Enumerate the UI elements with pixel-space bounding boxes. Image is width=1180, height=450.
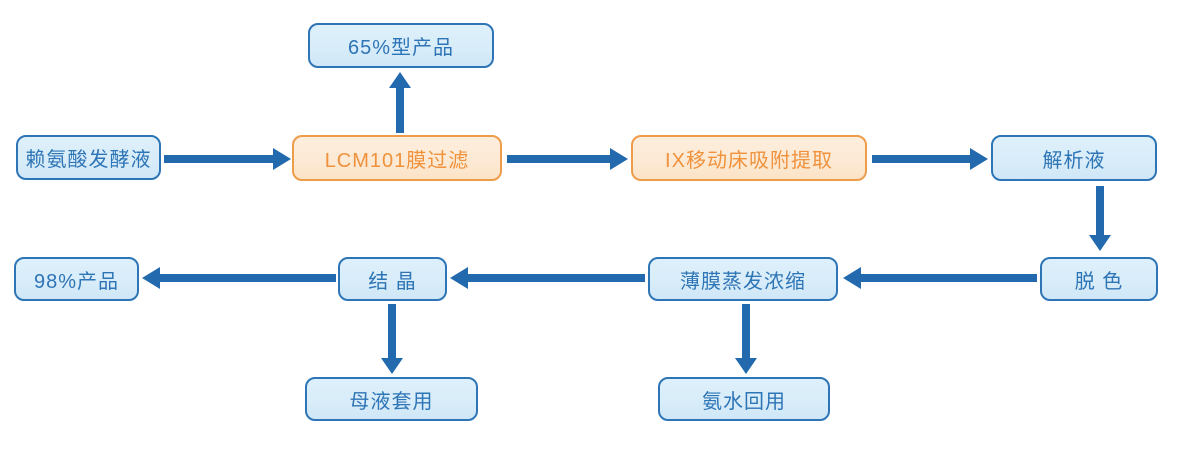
arrow-thin-film-to-ammonia: [735, 304, 757, 374]
node-98-percent-product: 98%产品: [14, 257, 139, 301]
node-label: 氨水回用: [702, 390, 786, 413]
node-thin-film-evaporation: 薄膜蒸发浓缩: [648, 257, 838, 301]
arrow-broth-to-lcm101: [164, 148, 291, 170]
node-label: LCM101膜过滤: [324, 149, 470, 172]
node-label: 母液套用: [349, 390, 434, 413]
node-label: 98%产品: [33, 270, 120, 293]
node-label: 薄膜蒸发浓缩: [680, 270, 806, 293]
arrow-decolorization-to-thin-film: [843, 267, 1037, 289]
node-eluate: 解析液: [991, 135, 1157, 181]
node-label: 结 晶: [368, 270, 417, 293]
node-lysine-fermentation-broth: 赖氨酸发酵液: [16, 135, 161, 180]
arrow-lcm101-to-ix: [507, 148, 628, 170]
arrow-eluate-to-decolorization: [1089, 186, 1111, 251]
arrow-ix-to-eluate: [872, 148, 988, 170]
node-crystallization: 结 晶: [338, 257, 447, 301]
node-label: 解析液: [1042, 149, 1106, 172]
node-label: IX移动床吸附提取: [665, 149, 833, 172]
node-label: 赖氨酸发酵液: [25, 149, 152, 171]
arrow-crystallization-to-98-product: [142, 267, 336, 289]
node-65-percent-product: 65%型产品: [308, 23, 494, 68]
node-label: 脱 色: [1074, 270, 1124, 293]
node-ammonia-water-recycle: 氨水回用: [658, 377, 830, 421]
node-ix-moving-bed-adsorption: IX移动床吸附提取: [631, 135, 867, 181]
arrow-lcm101-to-65-product: [389, 72, 411, 133]
node-mother-liquor-reuse: 母液套用: [305, 377, 478, 421]
node-lcm101-membrane-filtration: LCM101膜过滤: [292, 135, 502, 181]
arrow-crystallization-to-mother-liquor: [381, 304, 403, 374]
arrow-thin-film-to-crystallization: [450, 267, 645, 289]
node-label: 65%型产品: [347, 37, 455, 59]
node-decolorization: 脱 色: [1040, 257, 1158, 301]
